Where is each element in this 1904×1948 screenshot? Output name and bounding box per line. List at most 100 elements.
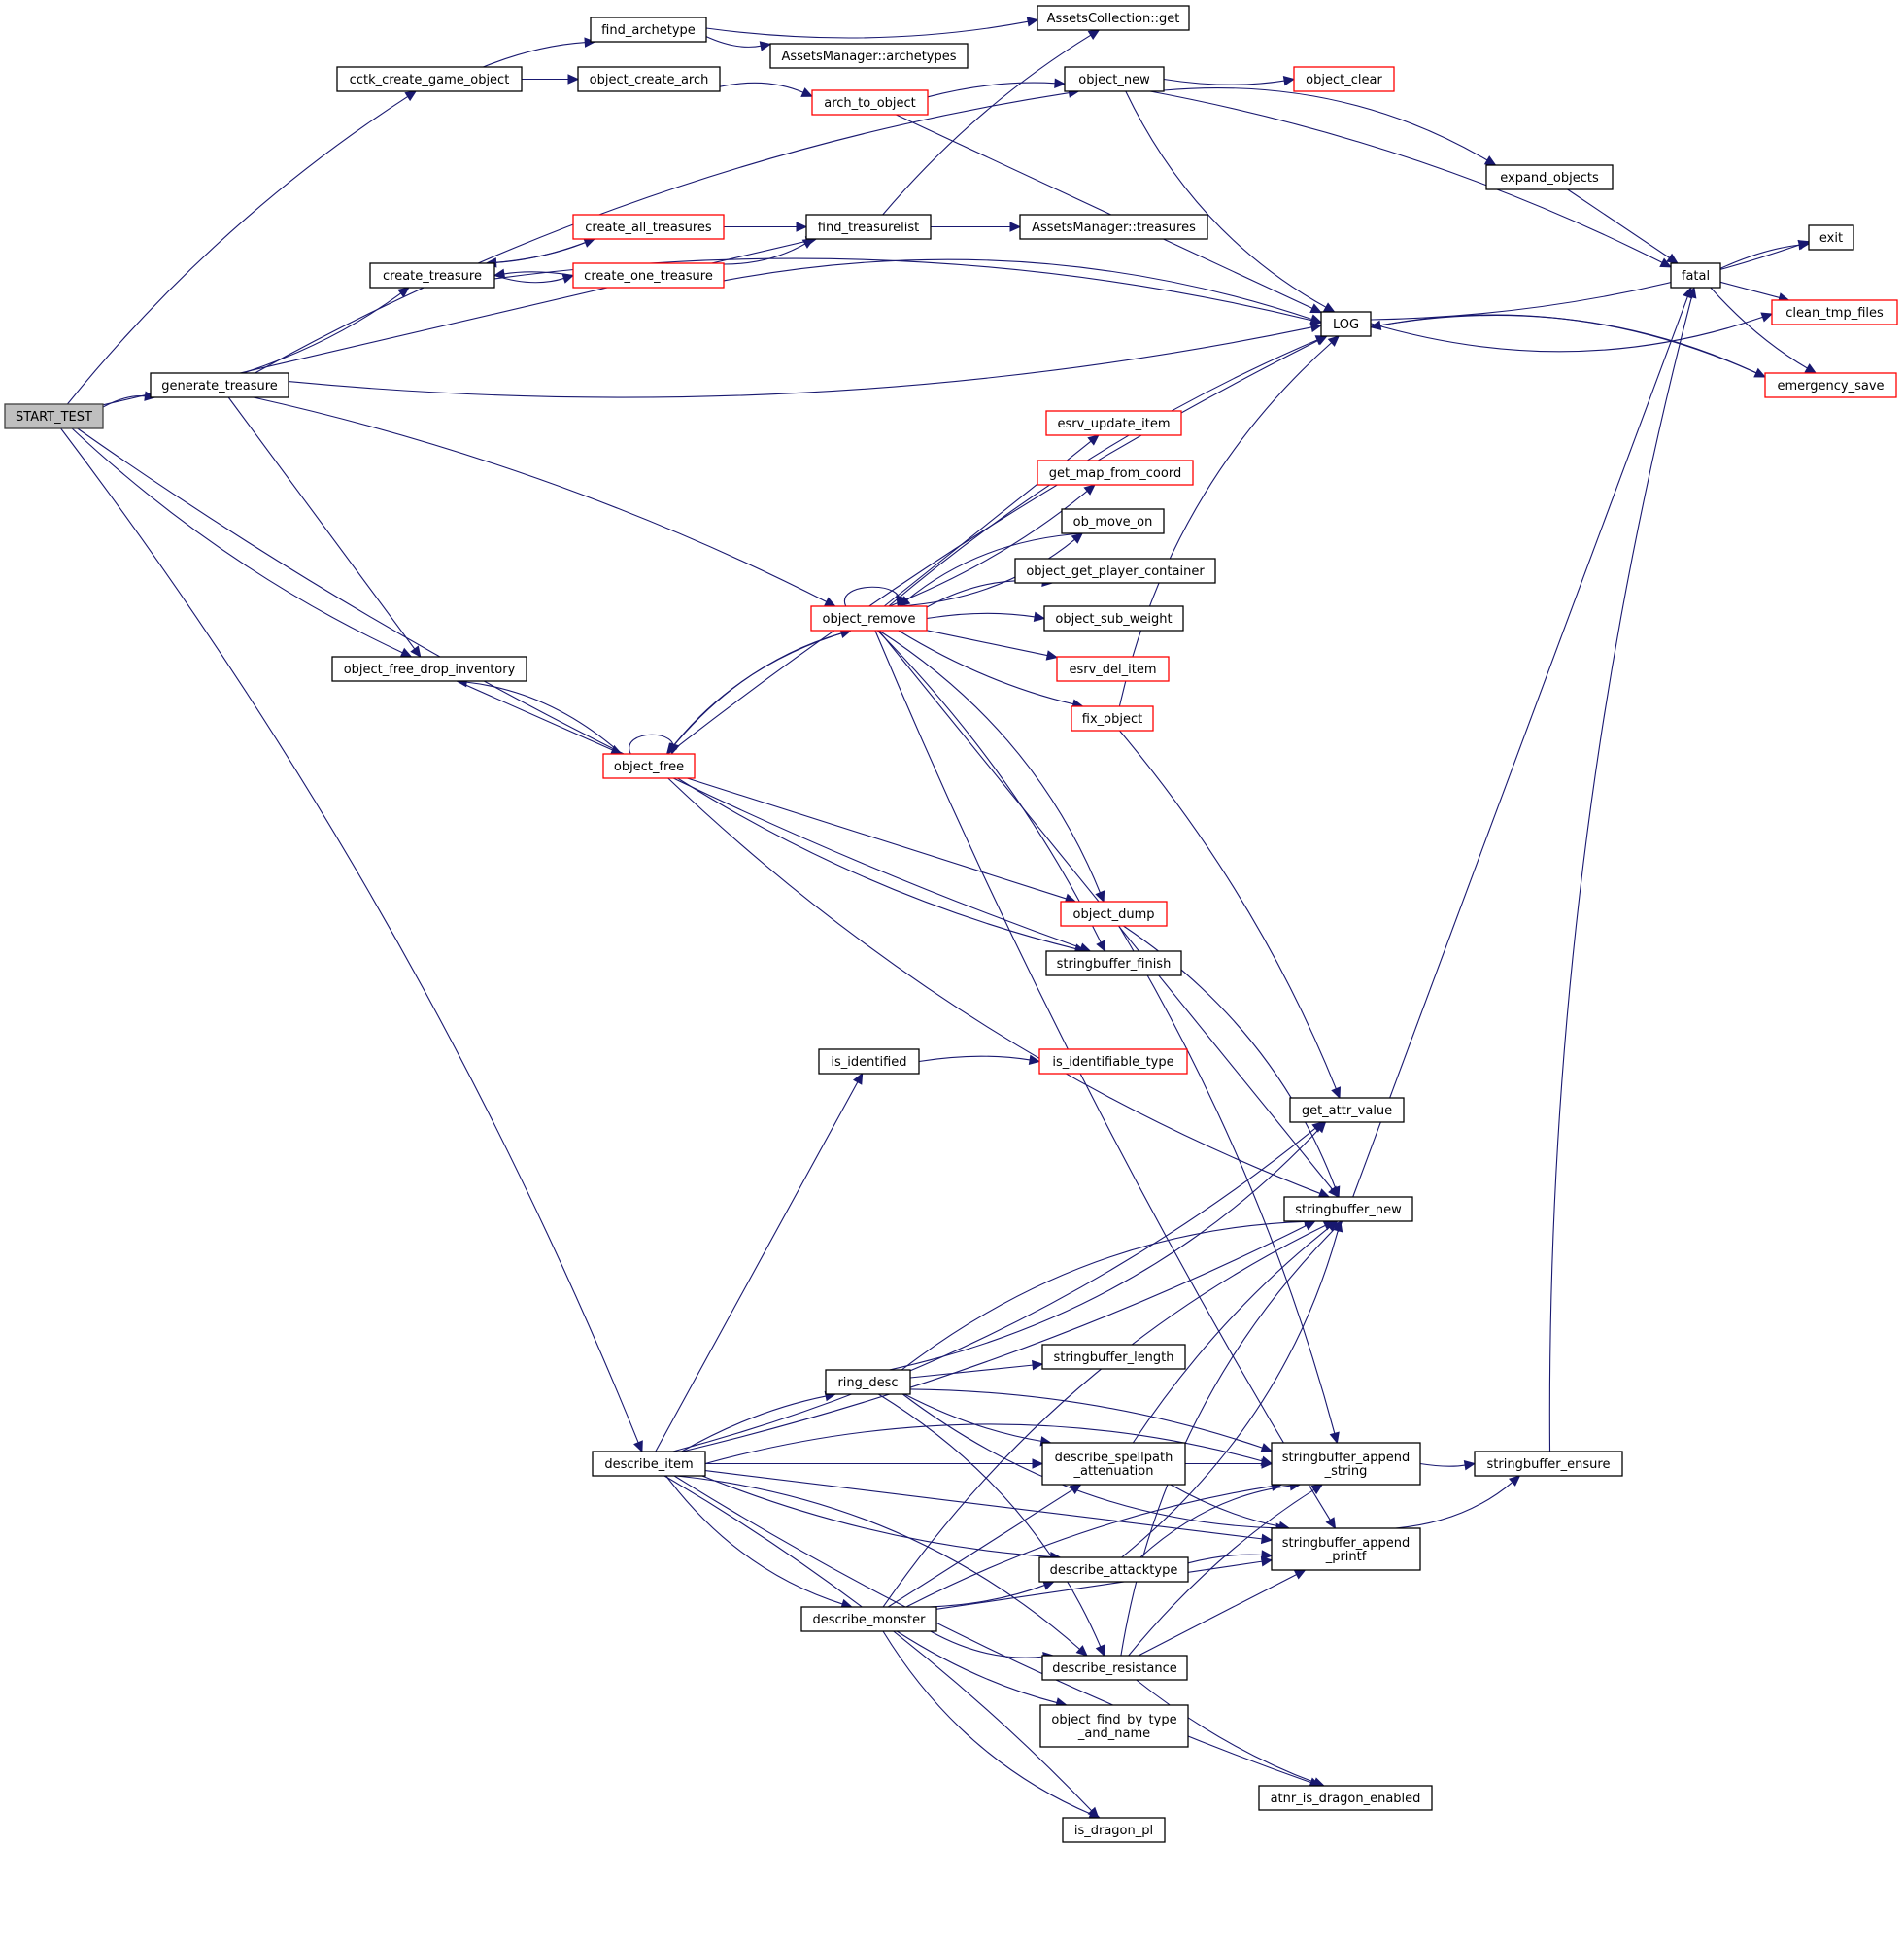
- node-box[interactable]: [1474, 1451, 1623, 1477]
- node-assets-collection-get[interactable]: AssetsCollection::get: [1037, 5, 1190, 31]
- node-box[interactable]: [1019, 214, 1208, 240]
- node-generate-treasure[interactable]: generate_treasure: [150, 372, 289, 398]
- node-find-archetype[interactable]: find_archetype: [590, 17, 707, 43]
- node-stringbuffer-append-printf[interactable]: stringbuffer_append_printf: [1271, 1527, 1421, 1571]
- node-box[interactable]: [1041, 1344, 1186, 1370]
- node-describe-attacktype[interactable]: describe_attacktype: [1038, 1556, 1189, 1583]
- node-ring-desc[interactable]: ring_desc: [825, 1369, 911, 1395]
- node-esrv-update-item[interactable]: esrv_update_item: [1045, 410, 1182, 436]
- node-box[interactable]: [592, 1451, 706, 1477]
- node-emergency-save[interactable]: emergency_save: [1764, 372, 1897, 398]
- node-describe-item[interactable]: describe_item: [592, 1451, 706, 1477]
- node-box[interactable]: [1056, 656, 1170, 682]
- node-box[interactable]: [572, 214, 725, 240]
- node-box[interactable]: [1014, 558, 1216, 584]
- node-object-new[interactable]: object_new: [1064, 66, 1165, 92]
- node-box[interactable]: [811, 89, 929, 116]
- node-box[interactable]: [1271, 1527, 1421, 1571]
- node-object-remove[interactable]: object_remove: [810, 605, 928, 632]
- node-box[interactable]: [590, 17, 707, 43]
- node-esrv-del-item[interactable]: esrv_del_item: [1056, 656, 1170, 682]
- node-box[interactable]: [1258, 1785, 1433, 1811]
- node-object-free-drop-inventory[interactable]: object_free_drop_inventory: [331, 656, 527, 682]
- node-fix-object[interactable]: fix_object: [1071, 705, 1154, 732]
- node-box[interactable]: [1038, 1048, 1188, 1075]
- node-box[interactable]: [1043, 605, 1184, 632]
- node-log[interactable]: LOG: [1320, 311, 1372, 337]
- node-describe-resistance[interactable]: describe_resistance: [1041, 1655, 1188, 1681]
- node-box[interactable]: [4, 403, 104, 429]
- node-box[interactable]: [336, 66, 523, 92]
- node-box[interactable]: [1320, 311, 1372, 337]
- node-arch-to-object[interactable]: arch_to_object: [811, 89, 929, 116]
- node-box[interactable]: [150, 372, 289, 398]
- node-describe-monster[interactable]: describe_monster: [800, 1606, 937, 1632]
- node-create-treasure[interactable]: create_treasure: [369, 262, 495, 289]
- node-box[interactable]: [1271, 1442, 1421, 1486]
- node-box[interactable]: [1289, 1097, 1405, 1123]
- node-box[interactable]: [1485, 164, 1614, 190]
- node-box[interactable]: [818, 1048, 920, 1075]
- node-box[interactable]: [1045, 950, 1182, 976]
- node-box[interactable]: [572, 262, 725, 289]
- node-stringbuffer-finish[interactable]: stringbuffer_finish: [1045, 950, 1182, 976]
- node-object-clear[interactable]: object_clear: [1293, 66, 1395, 92]
- node-is-identifiable-type[interactable]: is_identifiable_type: [1038, 1048, 1188, 1075]
- node-box[interactable]: [800, 1606, 937, 1632]
- node-object-free[interactable]: object_free: [602, 753, 696, 779]
- node-box[interactable]: [825, 1369, 911, 1395]
- node-atnr-is-dragon-enabled[interactable]: atnr_is_dragon_enabled: [1258, 1785, 1433, 1811]
- node-box[interactable]: [1045, 410, 1182, 436]
- node-object-dump[interactable]: object_dump: [1060, 901, 1168, 927]
- node-find-treasurelist[interactable]: find_treasurelist: [805, 214, 932, 240]
- node-box[interactable]: [1060, 901, 1168, 927]
- node-start-test[interactable]: START_TEST: [4, 403, 104, 429]
- node-stringbuffer-ensure[interactable]: stringbuffer_ensure: [1474, 1451, 1623, 1477]
- node-box[interactable]: [1764, 372, 1897, 398]
- node-is-identified[interactable]: is_identified: [818, 1048, 920, 1075]
- node-box[interactable]: [769, 43, 969, 69]
- node-box[interactable]: [1062, 1817, 1166, 1843]
- node-box[interactable]: [1039, 1704, 1189, 1748]
- node-box[interactable]: [1071, 705, 1154, 732]
- node-box[interactable]: [1670, 262, 1721, 289]
- node-get-attr-value[interactable]: get_attr_value: [1289, 1097, 1405, 1123]
- node-stringbuffer-append-string[interactable]: stringbuffer_append_string: [1271, 1442, 1421, 1486]
- node-box[interactable]: [1041, 1655, 1188, 1681]
- node-box[interactable]: [1771, 299, 1898, 325]
- node-ob-move-on[interactable]: ob_move_on: [1061, 508, 1165, 534]
- node-object-find-by-type-and-name[interactable]: object_find_by_type_and_name: [1039, 1704, 1189, 1748]
- node-expand-objects[interactable]: expand_objects: [1485, 164, 1614, 190]
- node-box[interactable]: [331, 656, 527, 682]
- node-stringbuffer-new[interactable]: stringbuffer_new: [1283, 1196, 1413, 1222]
- node-box[interactable]: [810, 605, 928, 632]
- node-exit[interactable]: exit: [1808, 224, 1854, 251]
- node-is-dragon-pl[interactable]: is_dragon_pl: [1062, 1817, 1166, 1843]
- node-box[interactable]: [1037, 460, 1194, 486]
- node-box[interactable]: [1808, 224, 1854, 251]
- node-box[interactable]: [805, 214, 932, 240]
- node-box[interactable]: [1041, 1442, 1186, 1486]
- node-object-get-player-container[interactable]: object_get_player_container: [1014, 558, 1216, 584]
- node-get-map-from-coord[interactable]: get_map_from_coord: [1037, 460, 1194, 486]
- node-box[interactable]: [369, 262, 495, 289]
- node-create-all-treasures[interactable]: create_all_treasures: [572, 214, 725, 240]
- node-assets-manager-treasures[interactable]: AssetsManager::treasures: [1019, 214, 1208, 240]
- node-object-sub-weight[interactable]: object_sub_weight: [1043, 605, 1184, 632]
- node-box[interactable]: [1293, 66, 1395, 92]
- node-box[interactable]: [1064, 66, 1165, 92]
- node-describe-spellpath-attenuation[interactable]: describe_spellpath_attenuation: [1041, 1442, 1186, 1486]
- node-box[interactable]: [602, 753, 696, 779]
- node-cctk-create-game-object[interactable]: cctk_create_game_object: [336, 66, 523, 92]
- node-assets-manager-archetypes[interactable]: AssetsManager::archetypes: [769, 43, 969, 69]
- node-fatal[interactable]: fatal: [1670, 262, 1721, 289]
- node-stringbuffer-length[interactable]: stringbuffer_length: [1041, 1344, 1186, 1370]
- node-object-create-arch[interactable]: object_create_arch: [577, 66, 721, 92]
- node-box[interactable]: [1038, 1556, 1189, 1583]
- node-clean-tmp-files[interactable]: clean_tmp_files: [1771, 299, 1898, 325]
- node-box[interactable]: [1037, 5, 1190, 31]
- node-box[interactable]: [1283, 1196, 1413, 1222]
- node-box[interactable]: [1061, 508, 1165, 534]
- node-create-one-treasure[interactable]: create_one_treasure: [572, 262, 725, 289]
- node-box[interactable]: [577, 66, 721, 92]
